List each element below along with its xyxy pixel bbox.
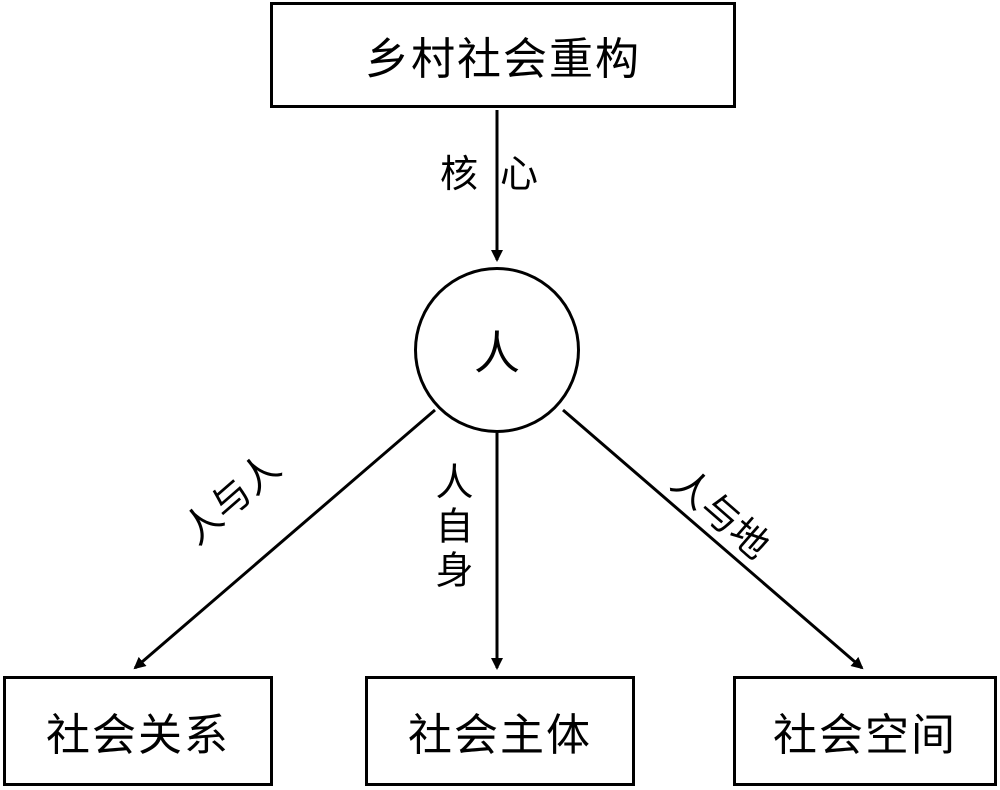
social-relations-box: 社会关系 (3, 676, 273, 786)
arrow-person-to-relation (133, 408, 436, 670)
person-node: 人 (414, 267, 580, 433)
edge-label-person-self: 人自身 (429, 462, 473, 594)
edge-label-core: 核心 (440, 152, 561, 196)
arrow-person-to-space (562, 408, 864, 670)
person-node-label: 人 (474, 326, 520, 380)
social-subject-box: 社会主体 (365, 676, 635, 786)
rural-society-reconstruction-box: 乡村社会重构 (270, 2, 736, 108)
social-space-label: 社会空间 (773, 710, 957, 761)
top-box-label: 乡村社会重构 (365, 34, 641, 85)
social-subject-label: 社会主体 (408, 710, 592, 761)
social-space-box: 社会空间 (733, 676, 997, 786)
social-relations-label: 社会关系 (46, 710, 230, 761)
